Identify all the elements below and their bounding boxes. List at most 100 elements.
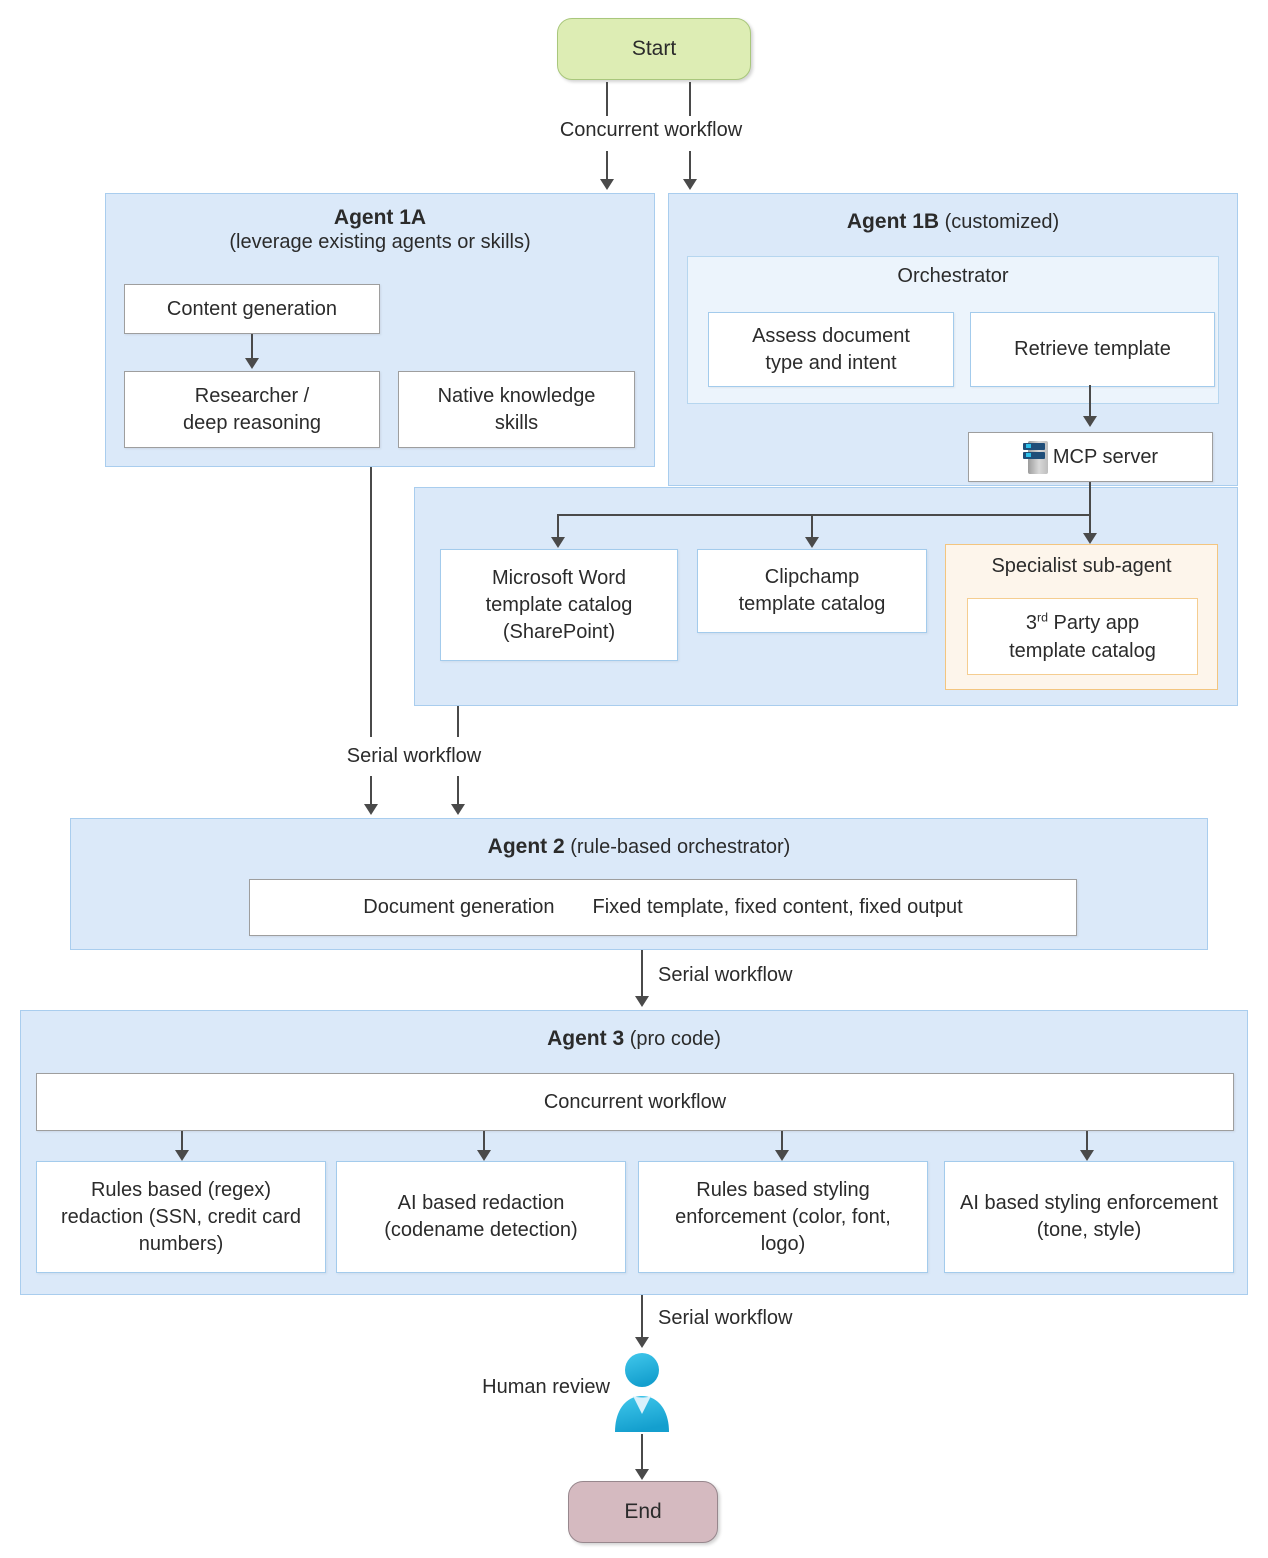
agent-2-subtitle: (rule-based orchestrator) <box>564 836 791 858</box>
content-generation-box: Content generation <box>124 284 380 334</box>
server-icon <box>1022 439 1049 475</box>
third-party-catalog-line1: 3rd Party app <box>1026 609 1139 637</box>
connector-line <box>1089 482 1091 516</box>
connector-line <box>181 1131 183 1157</box>
connector-line <box>641 1295 643 1337</box>
clipchamp-template-catalog-box: Clipchamp template catalog <box>697 549 927 633</box>
connector-line <box>251 334 253 358</box>
agent-1b-panel: Agent 1B (customized) Orchestrator Asses… <box>668 193 1238 486</box>
agent-1a-title-bold: Agent 1A <box>333 206 427 229</box>
specialist-sub-agent-box: Specialist sub-agent 3rd Party app templ… <box>945 544 1218 690</box>
serial-workflow-label-1: Serial workflow <box>340 745 488 768</box>
arrowhead-icon <box>1080 1150 1094 1161</box>
start-node: Start <box>557 18 751 80</box>
serial-workflow-label-2: Serial workflow <box>652 964 799 987</box>
serial-workflow-label-3: Serial workflow <box>652 1307 799 1330</box>
connector-line <box>606 151 608 179</box>
document-generation-box: Document generation Fixed template, fixe… <box>249 879 1077 936</box>
assess-document-box: Assess document type and intent <box>708 312 954 387</box>
word-template-catalog-box: Microsoft Word template catalog (SharePo… <box>440 549 678 661</box>
connector-line <box>1086 1131 1088 1157</box>
connector-line <box>641 1434 643 1469</box>
concurrent-workflow-box: Concurrent workflow <box>36 1073 1234 1131</box>
human-review-label: Human review <box>450 1376 610 1399</box>
third-party-rest: Party app <box>1047 611 1140 634</box>
ai-styling-box: AI based styling enforcement (tone, styl… <box>944 1161 1234 1273</box>
native-skills-label-line2: skills <box>494 411 539 434</box>
start-label: Start <box>631 37 677 60</box>
connector-line <box>811 514 813 537</box>
arrowhead-icon <box>1083 416 1097 427</box>
agent-1a-title: Agent 1A (leverage existing agents or sk… <box>106 206 654 254</box>
ai-redaction-box: AI based redaction (codename detection) <box>336 1161 626 1273</box>
content-generation-label: Content generation <box>166 297 338 320</box>
third-party-ordinal: rd <box>1036 609 1048 624</box>
arrowhead-icon <box>683 179 697 190</box>
agent-1a-panel: Agent 1A (leverage existing agents or sk… <box>105 193 655 467</box>
agent-2-title-bold: Agent 2 <box>487 835 565 858</box>
arrowhead-icon <box>635 1469 649 1480</box>
specialist-sub-agent-label: Specialist sub-agent <box>991 555 1172 577</box>
orchestrator-panel: Orchestrator Assess document type and in… <box>687 256 1219 404</box>
clipchamp-catalog-line2: template catalog <box>738 593 886 615</box>
word-catalog-line1: Microsoft Word <box>491 566 627 589</box>
agent-1b-title: Agent 1B (customized) <box>669 210 1237 234</box>
agent-2-title: Agent 2 (rule-based orchestrator) <box>71 835 1207 859</box>
connector-line <box>457 776 459 804</box>
word-catalog-line3: (SharePoint) <box>502 620 616 643</box>
connector-line <box>457 706 459 737</box>
agent-3-subtitle: (pro code) <box>624 1028 721 1050</box>
agent-2-panel: Agent 2 (rule-based orchestrator) Docume… <box>70 818 1208 950</box>
rules-styling-box: Rules based styling enforcement (color, … <box>638 1161 928 1273</box>
assess-label-line2: type and intent <box>765 351 897 374</box>
arrowhead-icon <box>635 996 649 1007</box>
agent-1a-subtitle: (leverage existing agents or skills) <box>229 231 531 253</box>
agent-3-panel: Agent 3 (pro code) Concurrent workflow R… <box>20 1010 1248 1295</box>
connector-line <box>606 82 608 116</box>
document-generation-label: Document generation <box>363 896 555 918</box>
researcher-label-line1: Researcher / <box>194 384 310 407</box>
connector-line <box>689 82 691 116</box>
connector-line <box>1089 385 1091 416</box>
arrowhead-icon <box>451 804 465 815</box>
native-knowledge-skills-box: Native knowledge skills <box>398 371 635 448</box>
regex-redaction-label: Rules based (regex) redaction (SSN, cred… <box>60 1178 302 1255</box>
researcher-label-line2: deep reasoning <box>183 411 321 434</box>
person-icon <box>615 1353 669 1432</box>
arrowhead-icon <box>635 1337 649 1348</box>
arrowhead-icon <box>1083 533 1097 544</box>
agent-3-title-bold: Agent 3 <box>547 1027 625 1050</box>
arrowhead-icon <box>175 1150 189 1161</box>
connector-line <box>370 467 372 737</box>
arrowhead-icon <box>364 804 378 815</box>
mcp-server-label: MCP server <box>1052 445 1159 468</box>
connector-line <box>483 1131 485 1157</box>
clipchamp-catalog-line1: Clipchamp <box>764 566 860 588</box>
agent-1b-title-bold: Agent 1B <box>846 210 940 233</box>
arrowhead-icon <box>551 537 565 548</box>
retrieve-template-box: Retrieve template <box>970 312 1215 387</box>
connector-line <box>557 514 1091 516</box>
arrowhead-icon <box>477 1150 491 1161</box>
concurrent-workflow-box-label: Concurrent workflow <box>543 1090 727 1113</box>
connector-line <box>689 151 691 179</box>
ai-styling-label: AI based styling enforcement (tone, styl… <box>960 1192 1218 1241</box>
third-party-catalog-line2: template catalog <box>1009 639 1156 662</box>
ai-redaction-label: AI based redaction (codename detection) <box>384 1192 578 1241</box>
arrowhead-icon <box>805 537 819 548</box>
researcher-box: Researcher / deep reasoning <box>124 371 380 448</box>
connector-line <box>781 1131 783 1157</box>
arrowhead-icon <box>600 179 614 190</box>
word-catalog-line2: template catalog <box>485 593 633 616</box>
arrowhead-icon <box>245 358 259 369</box>
end-node: End <box>568 1481 718 1543</box>
agent-3-title: Agent 3 (pro code) <box>21 1027 1247 1051</box>
agent-1b-subtitle: (customized) <box>939 211 1060 233</box>
native-skills-label-line1: Native knowledge <box>437 384 596 407</box>
rules-styling-label: Rules based styling enforcement (color, … <box>675 1178 891 1255</box>
retrieve-template-label: Retrieve template <box>1014 338 1171 360</box>
connector-line <box>1089 514 1091 533</box>
arrowhead-icon <box>775 1150 789 1161</box>
connector-line <box>641 950 643 996</box>
